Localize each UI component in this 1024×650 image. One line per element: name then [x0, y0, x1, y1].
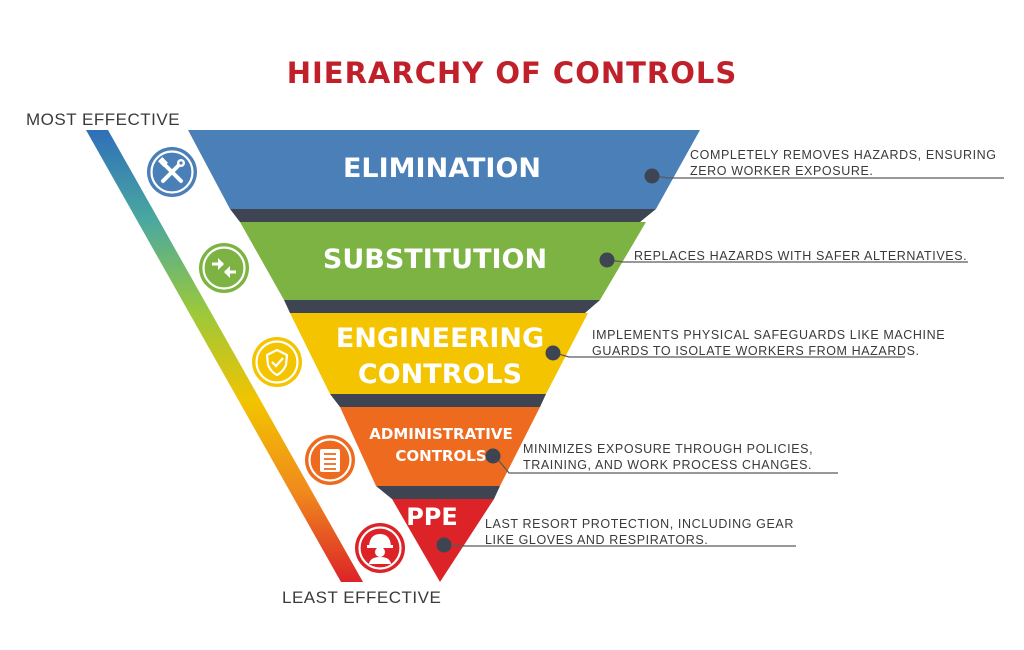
substitution-pointer-dot — [599, 252, 615, 268]
substitution-description-line: REPLACES HAZARDS WITH SAFER ALTERNATIVES… — [634, 249, 968, 263]
engineering-controls-description-line: GUARDS TO ISOLATE WORKERS FROM HAZARDS. — [592, 344, 920, 358]
hard-hat-worker-icon — [355, 523, 405, 573]
engineering-controls-label: ENGINEERING CONTROLS — [240, 321, 640, 393]
administrative-controls-label-line: CONTROLS — [395, 446, 487, 465]
least-effective-label: LEAST EFFECTIVE — [282, 588, 442, 607]
swap-arrows-icon — [199, 243, 249, 293]
engineering-controls-description-line: IMPLEMENTS PHYSICAL SAFEGUARDS LIKE MACH… — [592, 328, 946, 342]
substitution-label: SUBSTITUTION — [235, 242, 635, 277]
elimination-description-line: ZERO WORKER EXPOSURE. — [690, 164, 874, 178]
effectiveness-gradient-bar — [86, 130, 363, 582]
elimination-band — [188, 130, 700, 209]
substitution-band — [240, 222, 646, 300]
most-effective-label: MOST EFFECTIVE — [26, 110, 181, 129]
elimination-pointer-dot — [644, 168, 660, 184]
ppe-pointer-dot — [436, 537, 452, 553]
engineering-controls-pointer-dot — [545, 345, 561, 361]
ppe-description-line: LAST RESORT PROTECTION, INCLUDING GEAR — [485, 517, 794, 531]
administrative-controls-description-line: MINIMIZES EXPOSURE THROUGH POLICIES, — [523, 442, 814, 456]
administrative-controls-description: MINIMIZES EXPOSURE THROUGH POLICIES, TRAI… — [523, 441, 813, 473]
administrative-controls-label: ADMINISTRATIVE CONTROLS — [241, 423, 641, 467]
administrative-controls-label-line: ADMINISTRATIVE — [369, 424, 513, 443]
document-icon — [305, 435, 355, 485]
ppe-description: LAST RESORT PROTECTION, INCLUDING GEAR LI… — [485, 516, 794, 548]
engineering-controls-label-line: CONTROLS — [357, 358, 523, 390]
elimination-description: COMPLETELY REMOVES HAZARDS, ENSURING ZERO… — [690, 147, 997, 179]
ppe-label-line: PPE — [406, 503, 458, 531]
administrative-controls-pointer-dot — [485, 448, 501, 464]
administrative-controls-pointer-line — [494, 455, 838, 474]
engineering-controls-description: IMPLEMENTS PHYSICAL SAFEGUARDS LIKE MACH… — [592, 327, 945, 359]
ppe-label: PPE — [232, 501, 632, 533]
engineering-controls-shadow — [330, 394, 546, 407]
tools-icon — [147, 147, 197, 197]
engineering-controls-label-line: ENGINEERING — [335, 322, 545, 354]
ppe-description-line: LIKE GLOVES AND RESPIRATORS. — [485, 533, 709, 547]
substitution-shadow — [284, 300, 600, 313]
elimination-label-line: ELIMINATION — [342, 152, 542, 184]
elimination-label: ELIMINATION — [242, 151, 642, 186]
administrative-controls-band — [340, 407, 540, 486]
elimination-description-line: COMPLETELY REMOVES HAZARDS, ENSURING — [690, 148, 997, 162]
administrative-controls-description-line: TRAINING, AND WORK PROCESS CHANGES. — [523, 458, 813, 472]
substitution-label-line: SUBSTITUTION — [322, 243, 548, 275]
page-title: HIERARCHY OF CONTROLS — [286, 56, 738, 90]
administrative-controls-shadow — [376, 486, 500, 499]
shield-check-icon — [252, 337, 302, 387]
elimination-shadow — [230, 209, 656, 222]
substitution-description: REPLACES HAZARDS WITH SAFER ALTERNATIVES… — [634, 248, 967, 264]
engineering-controls-band — [290, 313, 588, 394]
